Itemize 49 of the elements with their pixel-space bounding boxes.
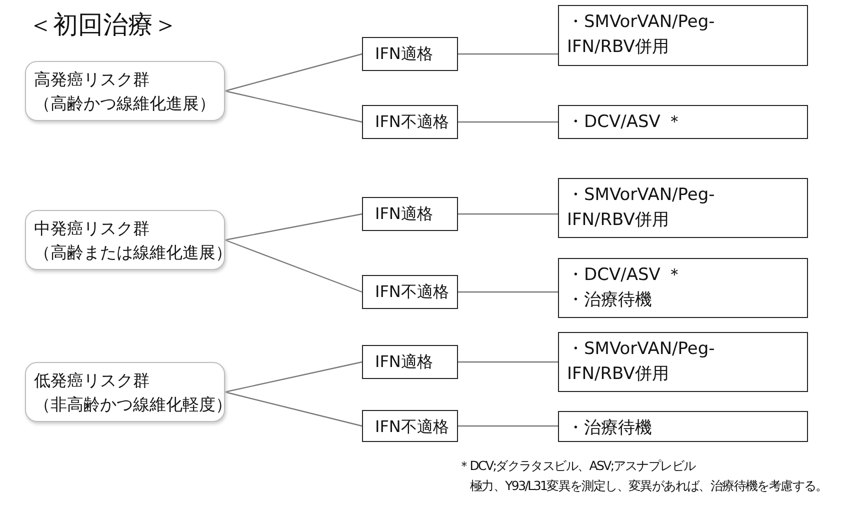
box-text: （高齢かつ線維化進展） <box>34 93 216 115</box>
box-text: ・治療待機 <box>567 417 653 440</box>
box-text: IFN不適格 <box>375 112 450 132</box>
connector-line <box>224 53 362 92</box>
box-text: （高齢または線維化進展） <box>34 242 224 264</box>
connector-line <box>458 121 558 123</box>
connector-line <box>458 291 558 293</box>
risk-group-box <box>25 362 225 422</box>
box-text: IFN不適格 <box>375 282 450 302</box>
connector-line <box>224 213 362 241</box>
box-text: ・SMVorVAN/Peg-IFN/RBV併用 <box>567 184 716 232</box>
box-text: ・DCV/ASV ＊ <box>567 264 684 287</box>
connector-line <box>458 425 558 427</box>
connector-line <box>224 90 362 123</box>
connector-line <box>458 213 558 215</box>
treatment-box <box>558 258 808 318</box>
treatment-box <box>558 411 808 442</box>
connector-line <box>458 53 558 55</box>
box-text: 中発癌リスク群 <box>34 218 150 240</box>
treatment-box <box>558 5 808 66</box>
box-text: IFN適格 <box>375 44 434 64</box>
footnote-text: 極力、Y93/L31変異を測定し、変異があれば、治療待機を考慮する。 <box>470 478 828 495</box>
treatment-box <box>558 105 808 139</box>
connector-line <box>224 361 362 393</box>
connector-line <box>458 361 558 363</box>
box-text: ・SMVorVAN/Peg-IFN/RBV併用 <box>567 338 716 386</box>
eligibility-box <box>362 410 458 442</box>
eligibility-box <box>362 37 458 71</box>
box-text: ・DCV/ASV ＊ <box>567 111 684 134</box>
box-text: ・治療待機 <box>567 289 653 312</box>
eligibility-box <box>362 345 458 379</box>
box-text: IFN適格 <box>375 204 434 224</box>
title: ＜初回治療＞ <box>28 9 178 41</box>
box-text: IFN不適格 <box>375 417 450 437</box>
risk-group-box <box>25 61 225 121</box>
box-text: 高発癌リスク群 <box>34 69 150 91</box>
eligibility-box <box>362 105 458 139</box>
box-text: IFN適格 <box>375 352 434 372</box>
box-text: 低発癌リスク群 <box>34 370 150 392</box>
connector-line <box>224 239 362 293</box>
box-text: （非高齢かつ線維化軽度） <box>34 394 224 416</box>
treatment-box <box>558 178 808 238</box>
box-text: ・SMVorVAN/Peg-IFN/RBV併用 <box>567 11 716 59</box>
eligibility-box <box>362 275 458 309</box>
connector-line <box>224 391 362 427</box>
risk-group-box <box>25 210 225 270</box>
footnote-text: ＊DCV;ダクラタスビル、ASV;アスナプレビル <box>458 458 696 475</box>
treatment-box <box>558 332 808 392</box>
eligibility-box <box>362 197 458 231</box>
